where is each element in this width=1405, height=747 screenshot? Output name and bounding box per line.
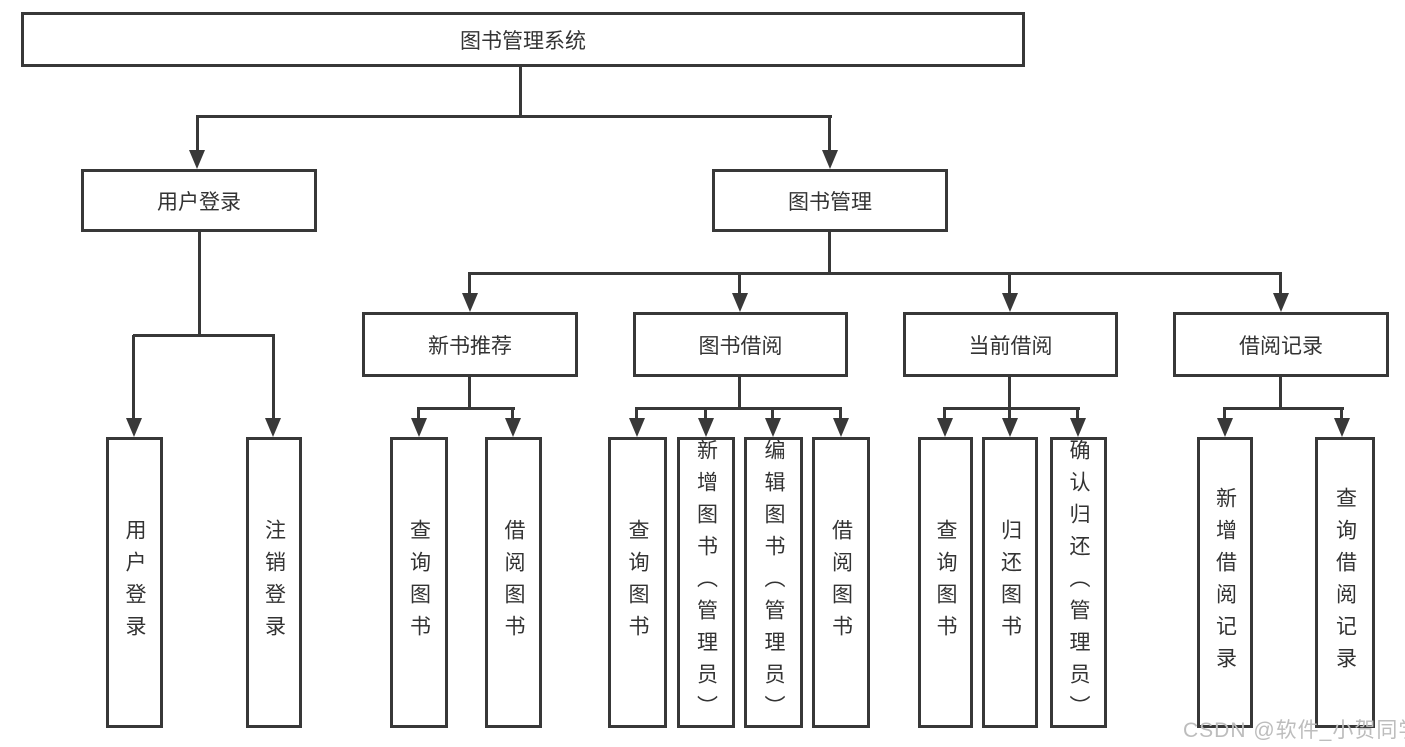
connector-line — [519, 65, 522, 118]
connector-line — [738, 376, 741, 409]
connector-line — [704, 408, 707, 420]
connector-line — [468, 272, 1282, 275]
node-label: 注销登录 — [262, 518, 286, 647]
node-label: 查询图书 — [407, 518, 431, 647]
connector-line — [198, 231, 201, 337]
node-label: 归还图书 — [998, 518, 1022, 647]
arrowhead-icon — [265, 418, 281, 437]
node-label: 图书管理 — [788, 190, 872, 214]
arrowhead-icon — [505, 418, 521, 437]
connector-line — [828, 231, 831, 274]
connector-line — [132, 335, 135, 420]
connector-line — [1279, 376, 1282, 409]
node-label: 用户登录 — [157, 190, 241, 214]
connector-line — [417, 408, 420, 420]
arrowhead-icon — [822, 150, 838, 169]
connector-line — [1279, 273, 1282, 295]
arrowhead-icon — [765, 418, 781, 437]
connector-line — [1340, 408, 1343, 420]
arrowhead-icon — [937, 418, 953, 437]
leaf-borrowing-add-books-admin: 新增图书（管理员） — [677, 437, 735, 728]
arrowhead-icon — [126, 418, 142, 437]
arrowhead-icon — [1273, 293, 1289, 312]
arrowhead-icon — [1002, 293, 1018, 312]
connector-line — [1008, 376, 1011, 409]
node-new-book-recommend: 新书推荐 — [362, 312, 578, 377]
connector-line — [417, 407, 515, 410]
connector-line — [943, 408, 946, 420]
node-label: 编辑图书（管理员） — [762, 438, 785, 727]
arrowhead-icon — [462, 293, 478, 312]
arrowhead-icon — [1002, 418, 1018, 437]
connector-line — [635, 407, 842, 410]
node-user-login: 用户登录 — [81, 169, 317, 232]
arrowhead-icon — [732, 293, 748, 312]
node-label: 当前借阅 — [968, 334, 1053, 358]
leaf-current-query-books: 查询图书 — [918, 437, 973, 728]
arrowhead-icon — [1217, 418, 1233, 437]
connector-line — [272, 335, 275, 420]
leaf-user-login: 用户登录 — [106, 437, 163, 728]
node-label: 新增借阅记录 — [1213, 486, 1237, 679]
connector-line — [196, 115, 832, 118]
arrowhead-icon — [189, 150, 205, 169]
leaf-borrowing-query-books: 查询图书 — [608, 437, 667, 728]
node-label: 图书管理系统 — [460, 29, 586, 53]
connector-line — [839, 408, 842, 420]
connector-line — [1008, 408, 1011, 420]
arrowhead-icon — [698, 418, 714, 437]
node-label: 查询图书 — [626, 518, 649, 647]
node-label: 借阅图书 — [502, 518, 525, 647]
node-label: 确认归还（管理员） — [1067, 438, 1090, 727]
connector-line — [1223, 407, 1344, 410]
node-borrowing-records: 借阅记录 — [1173, 312, 1389, 377]
connector-line — [468, 376, 471, 409]
node-library-management-system: 图书管理系统 — [21, 12, 1025, 67]
connector-line — [196, 116, 199, 152]
leaf-recommend-borrow-books: 借阅图书 — [485, 437, 542, 728]
leaf-borrowing-borrow-books: 借阅图书 — [812, 437, 870, 728]
node-book-borrowing: 图书借阅 — [633, 312, 848, 377]
arrowhead-icon — [629, 418, 645, 437]
connector-line — [771, 408, 774, 420]
leaf-recommend-query-books: 查询图书 — [390, 437, 448, 728]
node-label: 用户登录 — [123, 518, 146, 647]
leaf-current-return-books: 归还图书 — [982, 437, 1038, 728]
leaf-records-add-borrow-record: 新增借阅记录 — [1197, 437, 1253, 728]
arrowhead-icon — [833, 418, 849, 437]
node-book-management: 图书管理 — [712, 169, 948, 232]
connector-line — [511, 408, 514, 420]
leaf-borrowing-edit-books-admin: 编辑图书（管理员） — [744, 437, 803, 728]
connector-line — [133, 334, 275, 337]
connector-line — [943, 407, 1080, 410]
arrowhead-icon — [1334, 418, 1350, 437]
connector-line — [738, 273, 741, 295]
node-label: 查询借阅记录 — [1333, 486, 1357, 679]
connector-line — [1008, 273, 1011, 295]
node-label: 新书推荐 — [428, 334, 512, 358]
node-label: 借阅记录 — [1239, 334, 1323, 358]
arrowhead-icon — [411, 418, 427, 437]
node-label: 借阅图书 — [829, 518, 853, 647]
connector-line — [635, 408, 638, 420]
leaf-current-confirm-return-admin: 确认归还（管理员） — [1050, 437, 1107, 728]
csdn-watermark: CSDN @软件_小贺同学 — [1183, 719, 1405, 742]
connector-line — [1076, 408, 1079, 420]
node-current-borrowing: 当前借阅 — [903, 312, 1118, 377]
connector-line — [828, 116, 831, 152]
node-label: 查询图书 — [934, 518, 957, 647]
arrowhead-icon — [1070, 418, 1086, 437]
connector-line — [468, 273, 471, 295]
node-label: 新增图书（管理员） — [694, 438, 718, 727]
connector-line — [1223, 408, 1226, 420]
leaf-logout: 注销登录 — [246, 437, 302, 728]
leaf-records-query-borrow-record: 查询借阅记录 — [1315, 437, 1375, 728]
node-label: 图书借阅 — [698, 334, 783, 358]
